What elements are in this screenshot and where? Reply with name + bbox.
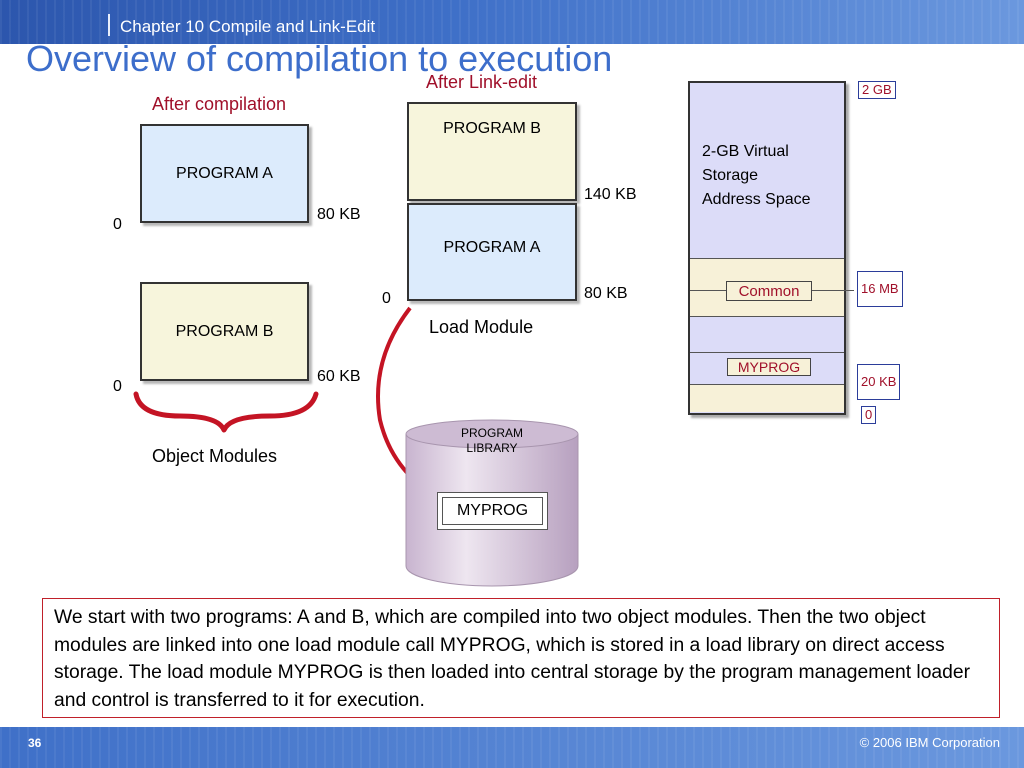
footer-texture [0,727,1024,768]
load-module-start-offset: 0 [382,290,391,307]
common-area-label: Common [726,281,812,301]
library-myprog-label: MYPROG [456,502,529,519]
slide-title: Overview of compilation to execution [26,38,613,79]
load-module-140kb: 140 KB [584,186,637,203]
object-module-program-b: PROGRAM B [140,282,309,381]
object-module-program-a-label: PROGRAM A [176,164,273,182]
program-library-label: PROGRAM LIBRARY [440,426,544,456]
header-bar [0,0,1024,44]
program-b-end-offset: 60 KB [317,368,361,385]
virtual-storage-description: 2-GB Virtual Storage Address Space [702,140,811,212]
library-myprog-inner: MYPROG [442,497,543,525]
load-module-program-a: PROGRAM A [407,203,577,301]
load-module-80kb: 80 KB [584,285,628,302]
marker-2gb: 2 GB [858,81,896,99]
chapter-title: Chapter 10 Compile and Link-Edit [120,17,376,36]
header-texture [0,0,1024,44]
vs-text-line2: Storage [702,167,759,184]
page-number: 36 [28,736,42,750]
program-b-start-offset: 0 [113,378,122,395]
low-storage-band [690,384,844,412]
after-compilation-label: After compilation [152,94,287,114]
description-box: We start with two programs: A and B, whi… [42,598,1000,718]
program-a-start-offset: 0 [113,216,122,233]
vs-text-line1: 2-GB Virtual [702,143,789,160]
vs-myprog-label: MYPROG [727,358,811,376]
program-library-label-line1: PROGRAM [460,426,523,440]
load-module-program-a-label: PROGRAM A [443,239,541,256]
low-storage-line [690,384,844,385]
copyright-text: © 2006 IBM Corporation [859,735,1000,750]
marker-0: 0 [861,406,877,424]
load-module-program-b-label: PROGRAM B [443,119,541,137]
program-library-label-line2: LIBRARY [466,441,518,455]
program-a-end-offset: 80 KB [317,206,361,223]
myprog-top-line [690,352,844,353]
header-divider [108,14,110,36]
object-module-program-a: PROGRAM A [140,124,309,223]
marker-16mb: 16 MB [857,271,903,307]
library-myprog-module: MYPROG [437,492,548,530]
common-bottom-line [690,316,844,317]
footer-bar [0,727,1024,768]
object-modules-brace [133,391,319,433]
common-top-line [690,258,844,259]
object-modules-caption: Object Modules [152,446,278,466]
vs-text-line3: Address Space [702,191,811,208]
marker-20kb: 20 KB [857,364,901,400]
object-module-program-b-label: PROGRAM B [175,322,274,340]
after-linkedit-label: After Link-edit [426,72,538,92]
load-module-caption: Load Module [429,317,534,337]
load-module-program-b: PROGRAM B [407,102,577,201]
